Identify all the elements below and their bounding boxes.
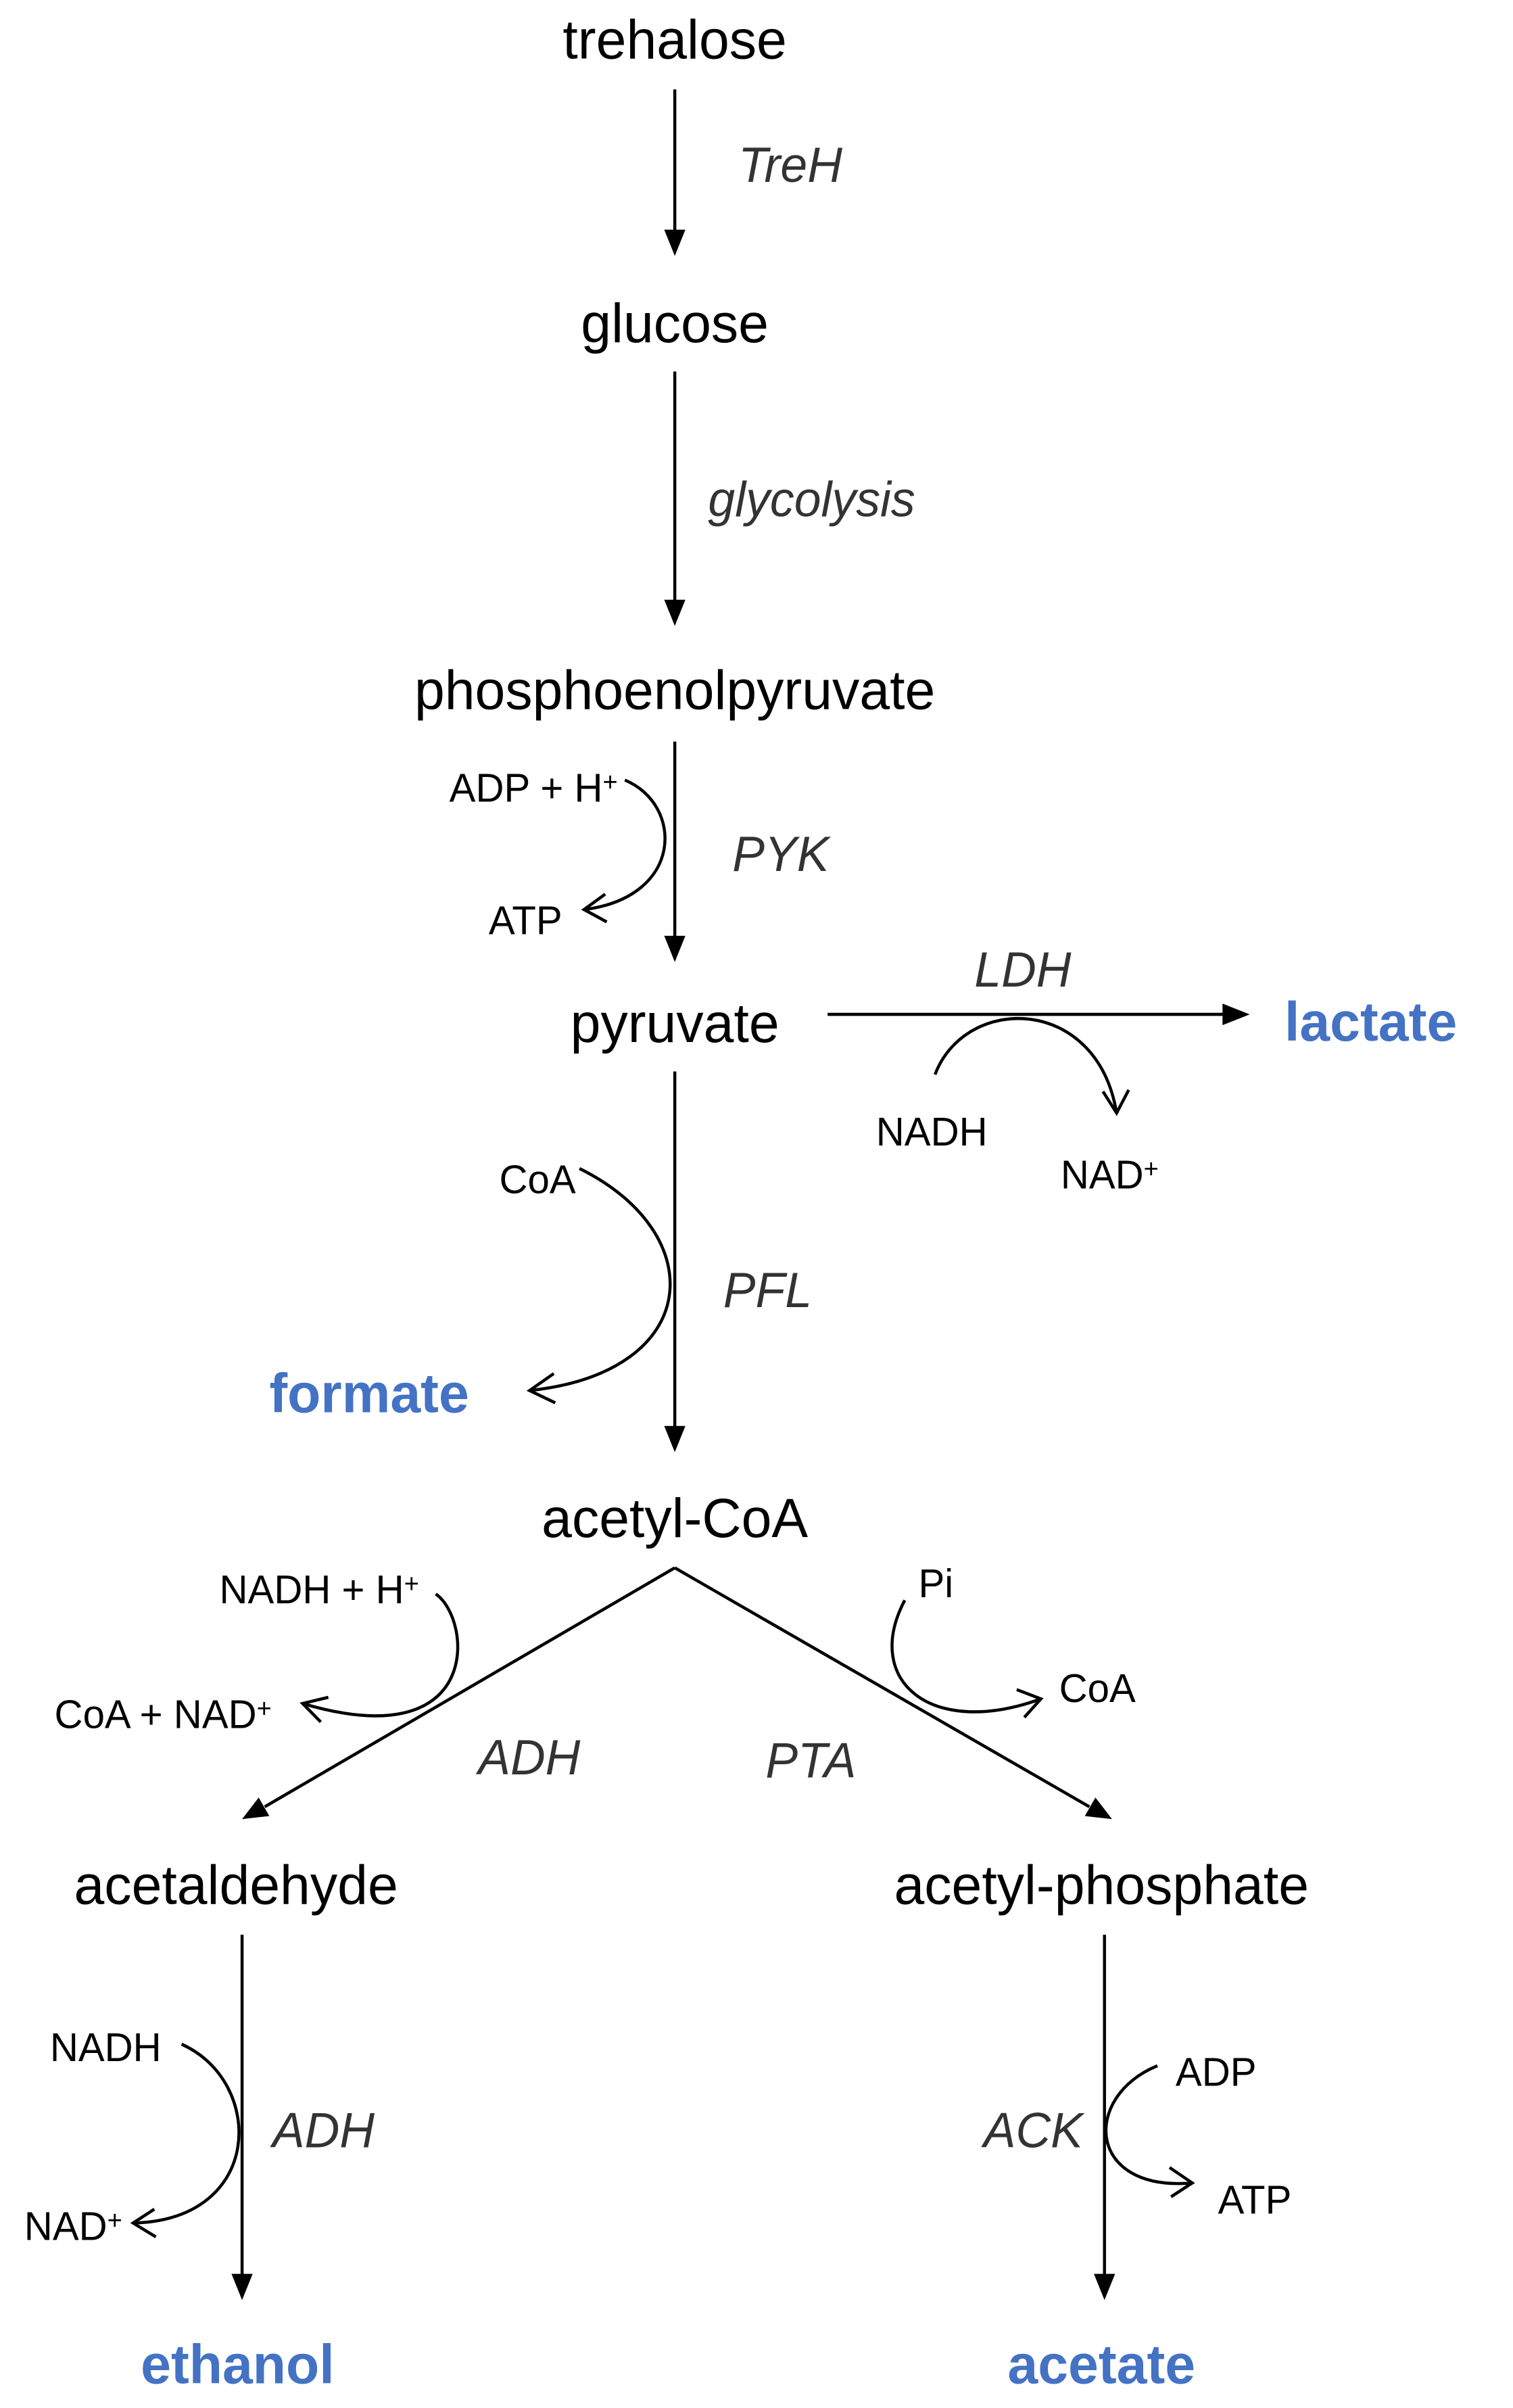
cofactor-ack-output: ATP (1218, 2178, 1292, 2223)
cofactor-pfl-input: CoA (500, 1158, 577, 1202)
product-lactate: lactate (1284, 991, 1457, 1053)
cofactor-ldh-output: NAD+ (1061, 1153, 1159, 1198)
cofactor-arrow-pyk (581, 778, 667, 924)
cofactor-ack-input: ADP (1176, 2050, 1257, 2095)
cofactor-arrow-adh-acetyl-coa (299, 1592, 460, 1724)
enzyme-ldh: LDH (974, 943, 1072, 997)
product-acetate: acetate (1007, 2334, 1195, 2396)
cofactor-pyk-output: ATP (489, 899, 562, 943)
arrow-acetyl-coa-to-acetyl-phosphate (674, 1566, 1112, 1820)
cofactor-adh2-output: NAD+ (24, 2204, 122, 2249)
arrow-pyruvate-to-lactate (827, 1004, 1250, 1026)
cofactor-arrow-pta (890, 1599, 1044, 1719)
metabolite-acetaldehyde: acetaldehyde (74, 1854, 398, 1916)
cofactor-arrow-pfl (526, 1167, 672, 1404)
arrow-acetyl-coa-to-acetaldehyde (242, 1566, 676, 1820)
cofactor-arrow-ldh (933, 1017, 1130, 1116)
cofactor-pyk-input: ADP + H+ (450, 766, 618, 811)
metabolite-glucose: glucose (581, 292, 769, 354)
enzyme-pfl: PFL (723, 1264, 812, 1319)
cofactor-pta-output: CoA (1059, 1666, 1136, 1711)
metabolite-acetyl-phosphate: acetyl-phosphate (894, 1854, 1309, 1916)
cofactor-arrow-adh-acetaldehyde (130, 2042, 241, 2238)
cofactor-arrow-ack (1104, 2064, 1195, 2198)
product-formate: formate (269, 1363, 469, 1425)
enzyme-treh: TreH (738, 138, 843, 193)
cofactor-ldh-input: NADH (876, 1110, 988, 1154)
arrow-pyruvate-to-acetyl-coa (664, 1071, 686, 1453)
metabolite-trehalose: trehalose (562, 9, 786, 71)
metabolite-acetyl-coa: acetyl-CoA (542, 1487, 809, 1549)
arrow-acetyl-phosphate-to-acetate (1094, 1935, 1115, 2300)
cofactor-adh1-input: NADH + H+ (220, 1567, 419, 1612)
process-glycolysis: glycolysis (708, 473, 915, 527)
arrow-phosphoenolpyruvate-to-pyruvate (664, 741, 686, 962)
arrow-glucose-to-phosphoenolpyruvate (664, 371, 686, 626)
arrow-acetaldehyde-to-ethanol (231, 1935, 253, 2300)
product-ethanol: ethanol (141, 2334, 334, 2396)
cofactor-adh1-output: CoA + NAD+ (55, 1693, 272, 1737)
enzyme-pyk: PYK (732, 827, 831, 882)
cofactor-adh2-input: NADH (50, 2026, 162, 2071)
arrow-trehalose-to-glucose (664, 89, 686, 256)
enzyme-pta: PTA (765, 1734, 856, 1789)
cofactor-pta-input: Pi (918, 1561, 953, 1606)
enzyme-adh-acetaldehyde: ADH (270, 2104, 375, 2158)
metabolite-phosphoenolpyruvate: phosphoenolpyruvate (414, 659, 935, 722)
metabolite-pyruvate: pyruvate (571, 992, 779, 1054)
enzyme-ack: ACK (981, 2104, 1085, 2158)
enzyme-adh-acetyl-coa: ADH (475, 1730, 581, 1785)
